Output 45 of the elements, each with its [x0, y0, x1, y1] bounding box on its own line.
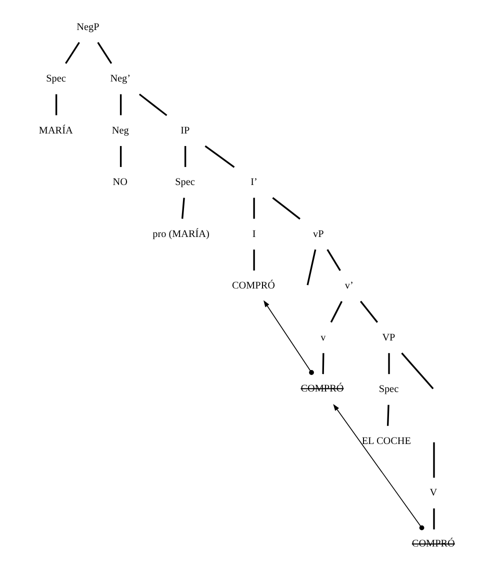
- node-text: COMPRÓ: [300, 383, 344, 394]
- node-text: Spec: [378, 384, 399, 396]
- connector: [181, 198, 185, 219]
- node-text: NO: [112, 177, 128, 188]
- node-text: Neg’: [110, 74, 131, 85]
- connector: [433, 508, 435, 530]
- connector: [204, 145, 235, 168]
- node-text: COMPRÓ: [232, 280, 275, 292]
- connector: [253, 198, 255, 219]
- connector: [360, 300, 378, 323]
- connector: [272, 197, 300, 220]
- node-text: I’: [250, 177, 258, 188]
- connector: [120, 94, 122, 116]
- node-text: Spec: [175, 177, 195, 188]
- node-text: MARÍA: [38, 125, 73, 136]
- node-text: v: [320, 332, 326, 344]
- connector: [65, 42, 80, 64]
- connector: [138, 94, 168, 116]
- connector: [330, 300, 342, 323]
- connector: [55, 94, 58, 116]
- node-text: I: [252, 228, 256, 240]
- connector: [386, 404, 390, 426]
- connector: [401, 352, 434, 390]
- connector: [184, 146, 186, 167]
- arrow: [333, 404, 424, 530]
- node-text: VP: [382, 332, 396, 344]
- connector: [322, 353, 324, 374]
- connector: [388, 353, 390, 374]
- arrow: [264, 300, 314, 375]
- node-text: Spec: [46, 74, 66, 85]
- node-text: EL COCHE: [362, 436, 411, 447]
- connector: [433, 442, 435, 478]
- node-text: pro (MARÍA): [152, 228, 210, 240]
- connector: [120, 146, 122, 167]
- connector: [253, 250, 255, 271]
- node-text: vP: [313, 228, 324, 240]
- node-text: Neg: [112, 125, 129, 136]
- connector: [97, 42, 112, 64]
- connector: [326, 249, 341, 271]
- node-text: v’: [344, 280, 354, 292]
- node-text: IP: [180, 125, 190, 136]
- connector: [306, 249, 316, 286]
- node-text: COMPRÓ: [412, 538, 455, 550]
- node-text: NegP: [76, 22, 100, 33]
- node-text: V: [430, 488, 438, 499]
